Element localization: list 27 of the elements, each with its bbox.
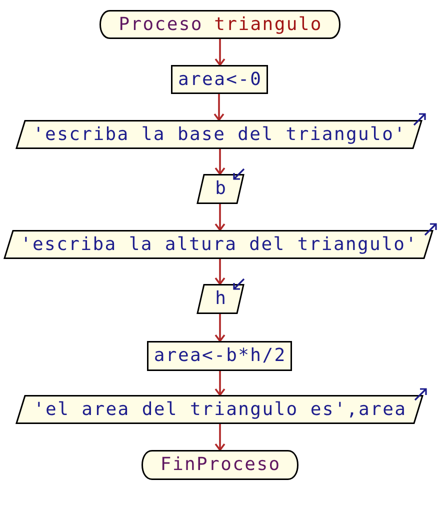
process-box (147, 341, 292, 371)
statement-text: 'el area del triangulo es',area (32, 400, 407, 420)
process-box (171, 65, 268, 94)
output-parallelogram (4, 230, 433, 259)
statement-text: 'escriba la altura del triangulo' (19, 234, 418, 254)
flow-arrow (214, 259, 226, 285)
statement-text: h (214, 289, 228, 309)
flow-arrow (214, 204, 226, 231)
flow-arrow (214, 424, 226, 451)
keyword-text: FinProceso (159, 455, 281, 475)
input-parallelogram (197, 284, 244, 314)
statement-text: 'escriba la base del triangulo' (32, 124, 406, 144)
terminator-shape (140, 450, 300, 480)
input-parallelogram (197, 174, 244, 204)
output-parallelogram (16, 395, 423, 424)
flow-arrow (214, 371, 226, 396)
statement-text: area<-0 (176, 70, 262, 90)
statement-text: b (214, 179, 228, 199)
statement-text: area<-b*h/2 (152, 346, 286, 366)
terminator-shape (98, 10, 342, 39)
flow-arrow (214, 94, 224, 121)
keyword-text: Proceso (118, 14, 203, 34)
flow-arrow (214, 39, 226, 66)
output-parallelogram (16, 120, 422, 149)
flow-arrow (214, 149, 226, 175)
flow-arrow (214, 314, 226, 342)
process-name-text: triangulo (213, 14, 322, 34)
